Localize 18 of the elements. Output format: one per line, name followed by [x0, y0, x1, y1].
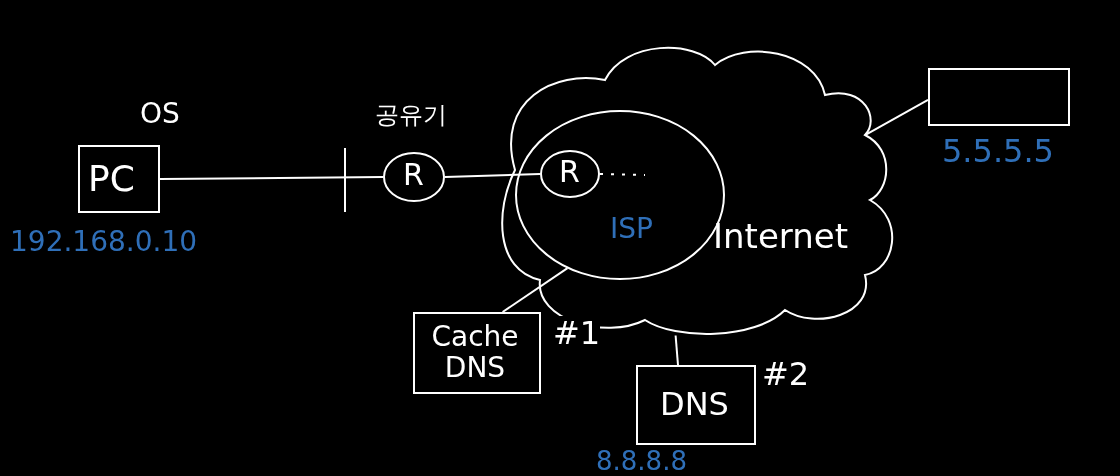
- dotted-line: [599, 173, 646, 176]
- connection-line: [159, 176, 384, 180]
- cache-dns-box: [413, 312, 541, 394]
- dns-box: [636, 365, 756, 445]
- dns-label: DNS: [660, 387, 729, 423]
- router-label: R: [403, 158, 424, 191]
- pc-label: PC: [88, 159, 135, 199]
- pc-box: [78, 145, 160, 213]
- connection-line: [864, 98, 929, 137]
- cache-dns-label: Cache DNS: [430, 322, 520, 384]
- connection-line: [501, 267, 569, 313]
- internet-label: Internet: [713, 218, 848, 256]
- isp-label: ISP: [610, 214, 653, 245]
- server-box: [928, 68, 1070, 126]
- connection-line: [674, 334, 679, 366]
- router-label: R: [559, 155, 580, 188]
- connection-line: [444, 173, 541, 178]
- router-caption: 공유기: [375, 102, 447, 129]
